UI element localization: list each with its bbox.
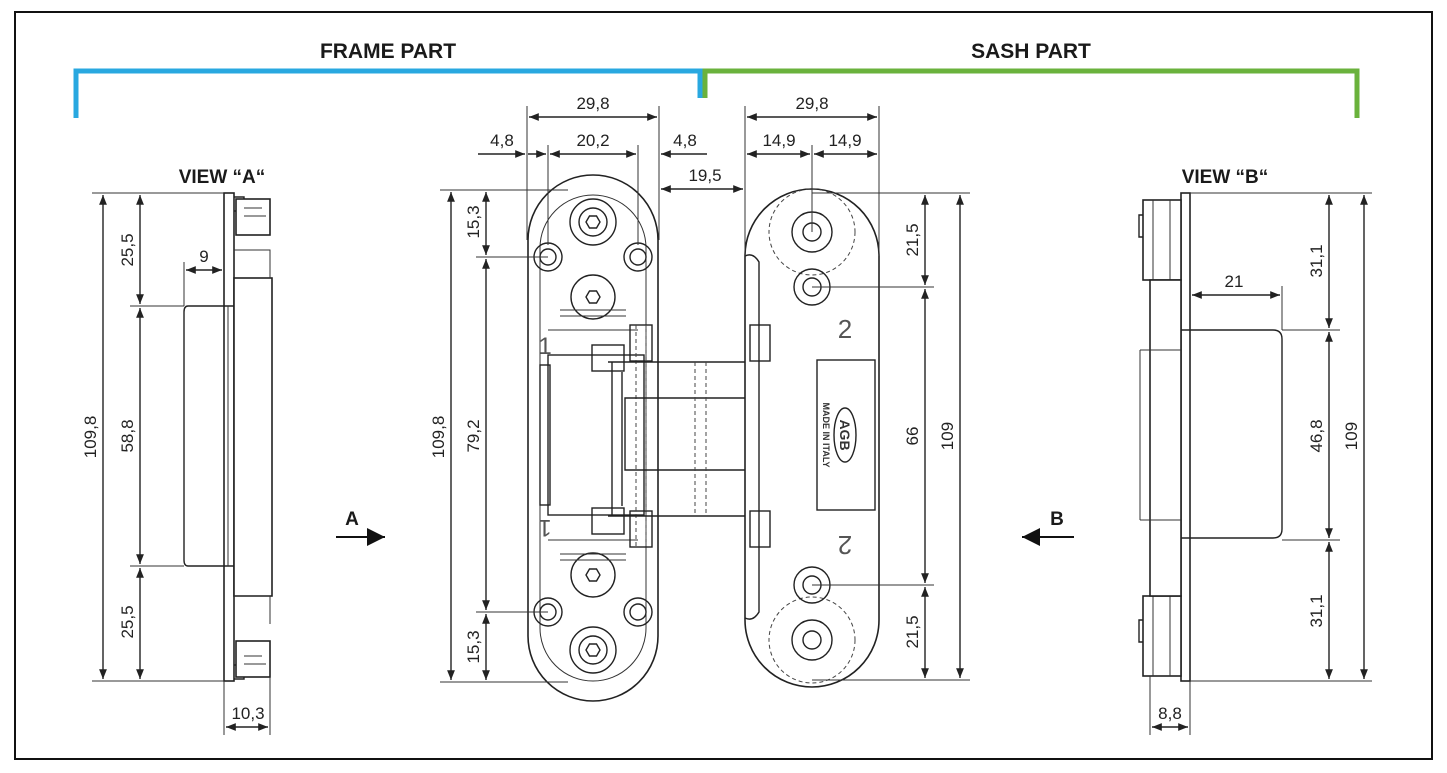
- view-a-bottom-cap: [235, 640, 271, 678]
- view-a-body: [233, 277, 273, 597]
- sash-hole-pitch-dim: 66: [903, 427, 922, 446]
- sash-part-bracket: [702, 68, 1360, 118]
- view-a-top-dim: 25,5: [118, 233, 137, 266]
- view-a-top-cap: [235, 198, 271, 236]
- sash-top-hole-dim: 21,5: [903, 223, 922, 256]
- frame-bottom-hole-dim: 15,3: [464, 630, 483, 663]
- sash-label-top: 2: [838, 314, 852, 344]
- view-b-body: [1149, 279, 1182, 597]
- sash-total-height-dim: 109: [938, 422, 957, 450]
- view-b-title: VIEW “B“: [1182, 167, 1269, 188]
- view-a-thickness-dim: 10,3: [231, 704, 264, 723]
- frame-top-hole-dim: 15,3: [464, 205, 483, 238]
- view-b-arrow: B: [1022, 509, 1074, 546]
- frame-label-bottom: 1: [538, 514, 551, 541]
- view-a-cup: [183, 305, 234, 567]
- view-b-thickness-dim: 8,8: [1158, 704, 1182, 723]
- frame-dimensions: 29,8 20,2 4,8 4,8 19,5 109,8 15,3 79,2 1…: [429, 94, 743, 683]
- sash-part-title: SASH PART: [971, 40, 1091, 63]
- frame-label-top: 1: [538, 333, 551, 360]
- frame-hole-pitch-dim: 79,2: [464, 419, 483, 452]
- frame-right-margin-dim: 4,8: [673, 131, 697, 150]
- view-a-arrow: A: [336, 509, 385, 546]
- frame-part-drawing: 1 1: [527, 174, 659, 702]
- sash-logo: AGB: [837, 419, 853, 450]
- view-a-title: VIEW “A“: [179, 167, 266, 188]
- arrow-a-label: A: [345, 509, 359, 530]
- frame-plate-outline: [527, 174, 659, 702]
- sash-bottom-hole-dim: 21,5: [903, 615, 922, 648]
- view-b-cup: [1181, 329, 1283, 539]
- sash-half-right-dim: 14,9: [828, 131, 861, 150]
- frame-part-title: FRAME PART: [320, 40, 456, 63]
- view-a-total-height: 109,8: [81, 416, 100, 459]
- gap-dim: 19,5: [688, 166, 721, 185]
- view-a-plate: [223, 192, 235, 682]
- view-a: VIEW “A“ 109,8 25,5 58,8 25,5 9 10,3: [81, 167, 273, 735]
- view-a-offset-dim: 9: [199, 247, 208, 266]
- sash-part-drawing: 2 2 AGB MADE IN ITALY: [744, 188, 880, 688]
- sash-dimensions: 29,8 14,9 14,9 21,5 66 21,5 109: [744, 94, 970, 681]
- view-b-bottom-dim: 31,1: [1307, 594, 1326, 627]
- frame-width-dim: 29,8: [576, 94, 609, 113]
- view-b-depth-dim: 21: [1225, 272, 1244, 291]
- view-b-bottom-cap: [1142, 595, 1182, 677]
- frame-hole-spacing-dim: 20,2: [576, 131, 609, 150]
- view-a-bottom-dim: 25,5: [118, 605, 137, 638]
- view-a-middle-dim: 58,8: [118, 419, 137, 452]
- frame-total-height-dim: 109,8: [429, 416, 448, 459]
- sash-logo-group: AGB MADE IN ITALY: [821, 402, 857, 468]
- sash-width-dim: 29,8: [795, 94, 828, 113]
- frame-part-header: FRAME PART: [73, 40, 703, 118]
- view-b: VIEW “B“ 31,1 46,8 31,1 109 21 8,8: [1138, 167, 1372, 735]
- sash-made-in: MADE IN ITALY: [821, 402, 831, 467]
- sash-half-left-dim: 14,9: [762, 131, 795, 150]
- frame-hole-bottom-right: [623, 597, 653, 627]
- view-b-middle-dim: 46,8: [1307, 419, 1326, 452]
- arrow-b-label: B: [1050, 509, 1064, 530]
- frame-part-bracket: [73, 68, 703, 118]
- sash-plate-outline: [744, 188, 880, 688]
- sash-label-bottom: 2: [838, 530, 852, 560]
- view-b-plate: [1180, 192, 1191, 682]
- view-b-top-dim: 31,1: [1307, 244, 1326, 277]
- view-b-top-cap: [1142, 199, 1182, 281]
- frame-left-margin-dim: 4,8: [490, 131, 514, 150]
- drawing-frame: [14, 11, 1433, 760]
- sash-part-header: SASH PART: [702, 40, 1360, 118]
- view-b-total-height-dim: 109: [1342, 422, 1361, 450]
